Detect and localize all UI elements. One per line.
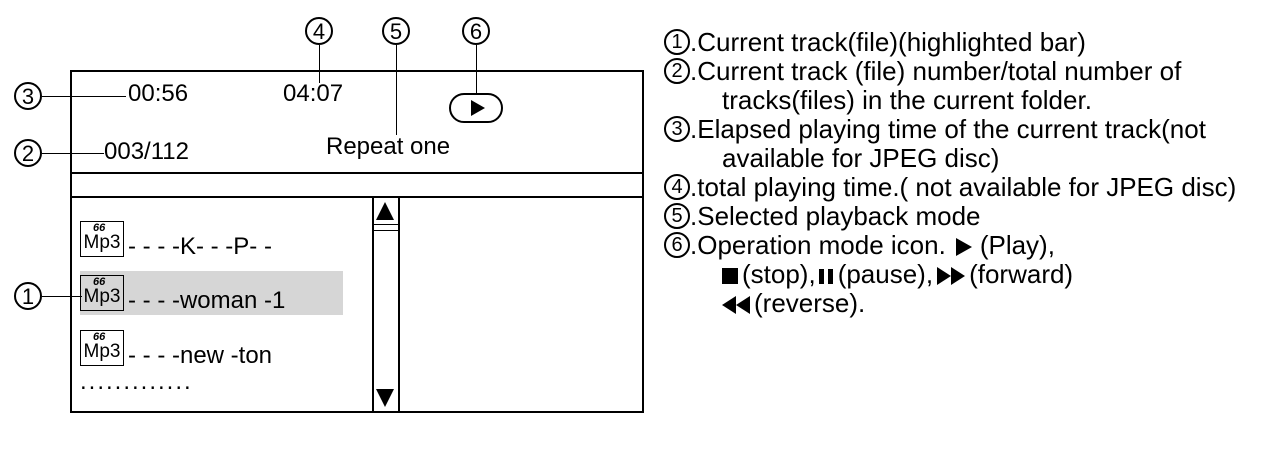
- legend-text: .Operation mode icon. (Play),: [690, 230, 1274, 260]
- legend-number: 1: [664, 29, 690, 55]
- play-icon: [471, 100, 485, 116]
- list-item[interactable]: - - - -K- - -P- -: [128, 233, 272, 260]
- scroll-thumb-top: [374, 224, 398, 225]
- divider-list: [70, 196, 644, 198]
- legend-item-6: 6 .Operation mode icon. (Play), (stop), (p…: [664, 231, 1274, 318]
- divider-scrollbar-right: [398, 196, 400, 413]
- list-item[interactable]: - - - -new -ton: [128, 342, 273, 369]
- player-screen: [70, 70, 644, 413]
- callout-5: 5: [382, 17, 410, 45]
- total-time: 04:07: [283, 80, 344, 107]
- legend-text: .Current track(file)(highlighted bar): [690, 27, 1086, 57]
- playback-mode: Repeat one: [326, 133, 451, 160]
- legend-number: 6: [664, 232, 690, 258]
- legend-text-row: (stop), (pause), (forward): [722, 260, 1274, 289]
- legend-number: 2: [664, 58, 690, 84]
- scroll-thumb-bottom: [374, 230, 398, 231]
- legend-number: 3: [664, 116, 690, 142]
- legend-text: .Elapsed playing time of the current tra…: [690, 114, 1206, 173]
- operation-mode-icon: [449, 93, 503, 123]
- stop-icon: [722, 268, 738, 285]
- scroll-up-icon[interactable]: [376, 202, 394, 220]
- badge-label: Mp3: [83, 286, 121, 307]
- legend-reverse-label: (reverse).: [754, 288, 866, 318]
- badge-label: Mp3: [83, 232, 121, 253]
- legend-item-5: 5 .Selected playback mode: [664, 202, 1274, 231]
- divider-top: [70, 172, 644, 174]
- legend-number: 4: [664, 174, 690, 200]
- callout-5-leader: [396, 45, 397, 135]
- badge-mark: 66: [93, 331, 106, 343]
- callout-1: 1: [14, 282, 42, 310]
- legend-play-label: (Play),: [979, 230, 1055, 260]
- callout-3: 3: [14, 82, 42, 110]
- legend-text-line: .Operation mode icon.: [690, 230, 946, 260]
- callout-1-leader: [42, 296, 82, 297]
- callout-3-leader: [42, 96, 126, 97]
- track-counter: 003/112: [104, 138, 189, 165]
- legend-pause-label: (pause),: [837, 259, 934, 289]
- list-item-selected[interactable]: - - - -woman -1: [128, 287, 286, 314]
- elapsed-time: 00:56: [128, 80, 189, 107]
- legend-stop-label: (stop),: [742, 259, 816, 289]
- scroll-down-icon[interactable]: [376, 389, 394, 407]
- callout-4-leader: [319, 45, 320, 83]
- legend-text: .total playing time.( not available for …: [690, 172, 1237, 202]
- legend-item-1: 1 .Current track(file)(highlighted bar): [664, 28, 1274, 57]
- divider-scrollbar-left: [372, 196, 374, 413]
- callout-4: 4: [305, 17, 333, 45]
- pause-icon: [818, 268, 835, 284]
- more-indicator: .............: [80, 368, 193, 395]
- badge-mark: 66: [93, 222, 106, 234]
- legend-item-3: 3 .Elapsed playing time of the current t…: [664, 115, 1274, 173]
- legend: 1 .Current track(file)(highlighted bar) …: [664, 28, 1274, 318]
- play-icon: [955, 238, 972, 257]
- legend-text: .Selected playback mode: [690, 201, 981, 231]
- legend-text-row: (reverse).: [722, 289, 1274, 318]
- callout-6: 6: [462, 17, 490, 45]
- legend-item-4: 4 .total playing time.( not available fo…: [664, 173, 1274, 202]
- badge-mark: 66: [93, 276, 106, 288]
- badge-label: Mp3: [83, 341, 121, 362]
- reverse-icon: [722, 296, 750, 315]
- forward-icon: [937, 267, 966, 286]
- callout-6-leader: [476, 45, 477, 93]
- legend-number: 5: [664, 203, 690, 229]
- legend-text: .Current track (file) number/total numbe…: [690, 56, 1182, 115]
- legend-item-2: 2 .Current track (file) number/total num…: [664, 57, 1274, 115]
- callout-2: 2: [14, 139, 42, 167]
- callout-2-leader: [42, 153, 104, 154]
- legend-forward-label: (forward): [969, 259, 1074, 289]
